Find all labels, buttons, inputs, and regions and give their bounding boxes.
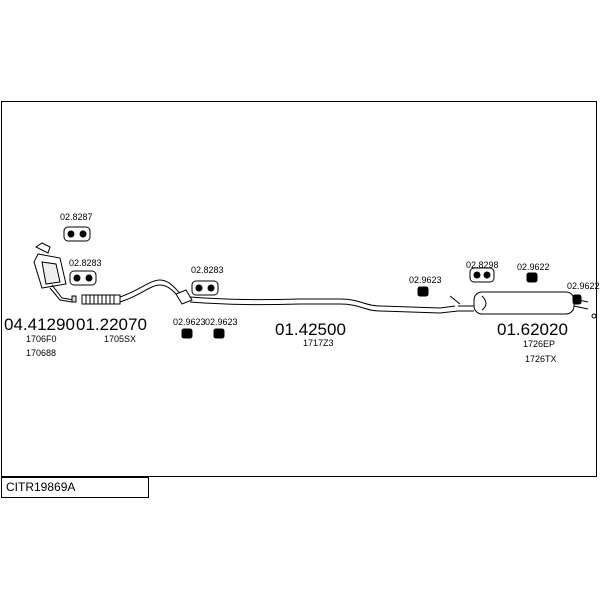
part-number: 04.41290: [4, 315, 75, 334]
fitting-label: 02.9622: [567, 281, 600, 291]
reference-code-box: CITR19869A: [1, 477, 149, 498]
rubber-mount-icon: [526, 272, 538, 283]
reference-code: CITR19869A: [6, 480, 76, 494]
fitting-label: 02.9623: [409, 275, 442, 285]
front-pipe: [81, 279, 193, 305]
clamp-icon: [191, 280, 219, 296]
rubber-mount-icon: [181, 328, 193, 339]
part-number: 01.62020: [497, 320, 568, 339]
fitting-label: 02.8287: [60, 212, 93, 222]
intermediate-pipe: [189, 296, 459, 314]
rubber-mount-icon: [417, 286, 429, 297]
oem-code: 1726EP: [523, 339, 555, 349]
oem-code: 170688: [26, 348, 56, 358]
clamp-icon: [69, 270, 97, 286]
oem-code: 1706F0: [26, 334, 57, 344]
fitting-label: 02.9622: [517, 262, 550, 272]
rubber-mount-icon: [213, 328, 225, 339]
oem-code: 1717Z3: [303, 338, 334, 348]
fitting-label: 02.8298: [466, 260, 499, 270]
rear-silencer: [458, 291, 597, 319]
fitting-label: 02.9623: [205, 317, 238, 327]
oem-code: 1705SX: [104, 334, 136, 344]
fitting-label: 02.8283: [69, 258, 102, 268]
part-number: 01.42500: [275, 320, 346, 339]
oem-code: 1726TX: [525, 354, 557, 364]
clamp-icon: [63, 226, 91, 242]
rubber-mount-icon: [572, 294, 582, 305]
hanger-bolt-icon: [449, 295, 461, 305]
fitting-label: 02.8283: [191, 265, 224, 275]
part-number: 01.22070: [76, 315, 147, 334]
clamp-icon: [469, 267, 495, 283]
fitting-label: 02.9623: [173, 317, 206, 327]
diagram-frame: [1, 101, 597, 477]
catalytic-converter: [33, 242, 77, 303]
